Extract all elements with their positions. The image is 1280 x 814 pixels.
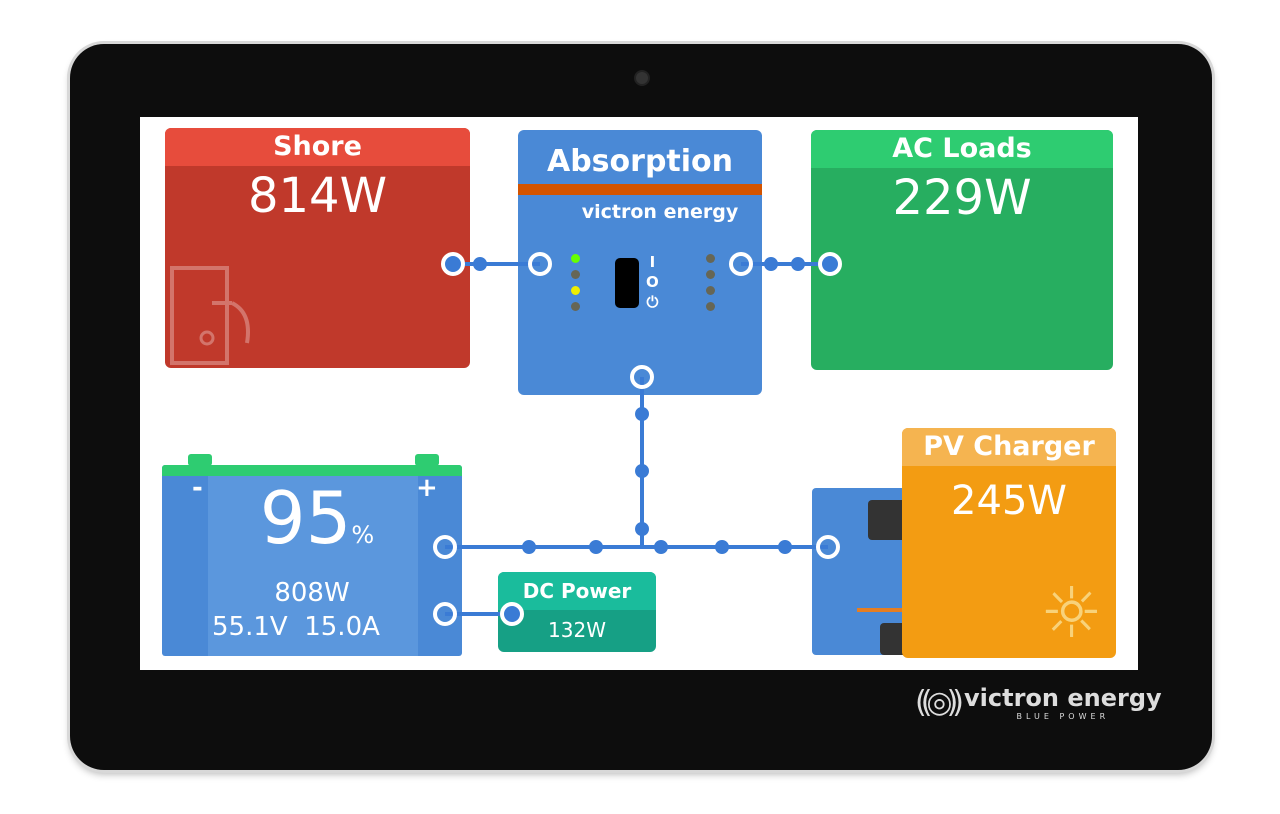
ac-loads-title: AC Loads [811, 130, 1113, 168]
battery-power: 808W [274, 578, 350, 608]
led [571, 302, 580, 311]
led-green [571, 254, 580, 263]
battery-current: 15.0A [304, 612, 380, 642]
logo-brand: victron energy [964, 684, 1162, 712]
battery-plus: + [416, 473, 438, 503]
battery-minus: - [192, 473, 203, 503]
shore-power: 814W [247, 168, 388, 224]
led [706, 254, 715, 263]
battery-soc-unit: % [351, 521, 375, 549]
victron-logo: ((◎)) victron energy BLUE POWER [915, 684, 1162, 721]
dc-power-value: 132W [548, 618, 606, 642]
battery-terminal-neg [188, 454, 212, 466]
logo-tagline: BLUE POWER [1016, 712, 1110, 721]
power-switch[interactable] [615, 258, 639, 308]
dc-power-title: DC Power [498, 572, 656, 610]
led [571, 270, 580, 279]
battery-top [162, 465, 462, 476]
shore-tile[interactable]: Shore 814W [165, 128, 470, 368]
ac-loads-power: 229W [892, 170, 1032, 226]
led-yellow [571, 286, 580, 295]
ac-loads-tile[interactable]: AC Loads 229W [811, 130, 1113, 370]
battery-tile[interactable]: - + 95% 808W 55.1V 15.0A [162, 465, 462, 656]
inverter-state: Absorption [546, 144, 734, 179]
pv-title: PV Charger [902, 428, 1116, 466]
battery-voltage: 55.1V [212, 612, 288, 642]
inverter-stripe [518, 184, 762, 195]
battery-center [208, 476, 418, 656]
pv-charger-tile[interactable]: PV Charger 245W ☼ [902, 428, 1116, 658]
camera-icon [634, 70, 650, 86]
dc-power-tile[interactable]: DC Power 132W [498, 572, 656, 652]
shore-title: Shore [165, 128, 470, 166]
pv-power: 245W [951, 478, 1067, 524]
inverter-brand: victron energy [581, 201, 739, 223]
mppt-device-image [812, 488, 910, 655]
sun-icon: ☼ [1040, 572, 1103, 654]
victron-logo-icon: ((◎)) [915, 685, 964, 720]
battery-terminal-pos [415, 454, 439, 466]
battery-soc: 95 [259, 476, 352, 560]
shore-plug-icon [170, 266, 250, 365]
